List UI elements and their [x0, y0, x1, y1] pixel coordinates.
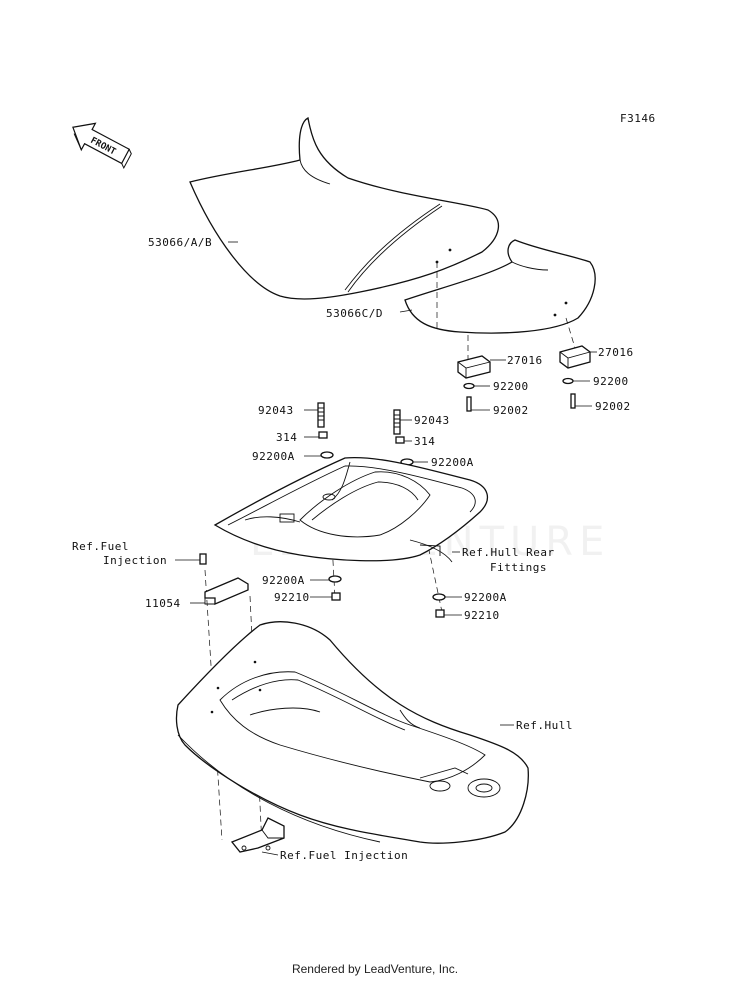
damper-27016-right: [559, 345, 591, 369]
washer-92200-right: [562, 377, 574, 385]
washer-92200a-left: [320, 451, 334, 459]
front-arrow-icon: FRONT: [72, 122, 132, 170]
label-314-right: 314: [414, 435, 435, 448]
washer-92200a-center-right: [432, 593, 446, 601]
nut-314-right: [395, 436, 405, 444]
label-92200-left: 92200: [493, 380, 529, 393]
hull: [175, 621, 529, 844]
label-314-left: 314: [276, 431, 297, 444]
label-92002-left: 92002: [493, 404, 529, 417]
nut-92210-center: [331, 592, 341, 601]
bracket-fuel-injection-bottom: [230, 817, 285, 853]
nut-92210-right: [435, 609, 445, 618]
label-ref-hull-rear: Ref.Hull Rear: [462, 546, 555, 559]
bracket-11054: [204, 577, 249, 605]
label-92200-right: 92200: [593, 375, 629, 388]
label-92200a-right: 92200A: [431, 456, 474, 469]
stud-92043-right: [393, 409, 401, 435]
label-92043-left: 92043: [258, 404, 294, 417]
bolt-92002-left: [466, 396, 472, 412]
label-92002-right: 92002: [595, 400, 631, 413]
rear-seat: [404, 239, 596, 334]
label-53066ab: 53066/A/B: [148, 236, 212, 249]
bolt-fuel-injection-top: [199, 553, 207, 565]
footer-credit: Rendered by LeadVenture, Inc.: [291, 962, 459, 976]
label-92200a-center-right: 92200A: [464, 591, 507, 604]
nut-314-left: [318, 431, 328, 439]
label-92200a-left: 92200A: [252, 450, 295, 463]
label-ref-fuel: Ref.Fuel: [72, 540, 129, 553]
label-27016-left: 27016: [507, 354, 543, 367]
stud-92043-left: [317, 402, 325, 428]
label-injection: Injection: [103, 554, 167, 567]
bolt-92002-right: [570, 393, 576, 409]
washer-92200a-center: [328, 575, 342, 583]
front-seat: [189, 117, 499, 300]
seat-base-tray: [213, 456, 489, 563]
label-ref-hull: Ref.Hull: [516, 719, 573, 732]
label-92210-right: 92210: [464, 609, 500, 622]
label-ref-fuel-injection-bottom: Ref.Fuel Injection: [280, 849, 408, 862]
label-27016-right: 27016: [598, 346, 634, 359]
diagram-code: F3146: [620, 112, 656, 125]
label-53066cd: 53066C/D: [326, 307, 383, 320]
label-11054: 11054: [145, 597, 181, 610]
damper-27016-left: [457, 355, 491, 379]
label-92043-right: 92043: [414, 414, 450, 427]
label-fittings: Fittings: [490, 561, 547, 574]
washer-92200-left: [463, 382, 475, 390]
label-92200a-center: 92200A: [262, 574, 305, 587]
label-92210-center: 92210: [274, 591, 310, 604]
